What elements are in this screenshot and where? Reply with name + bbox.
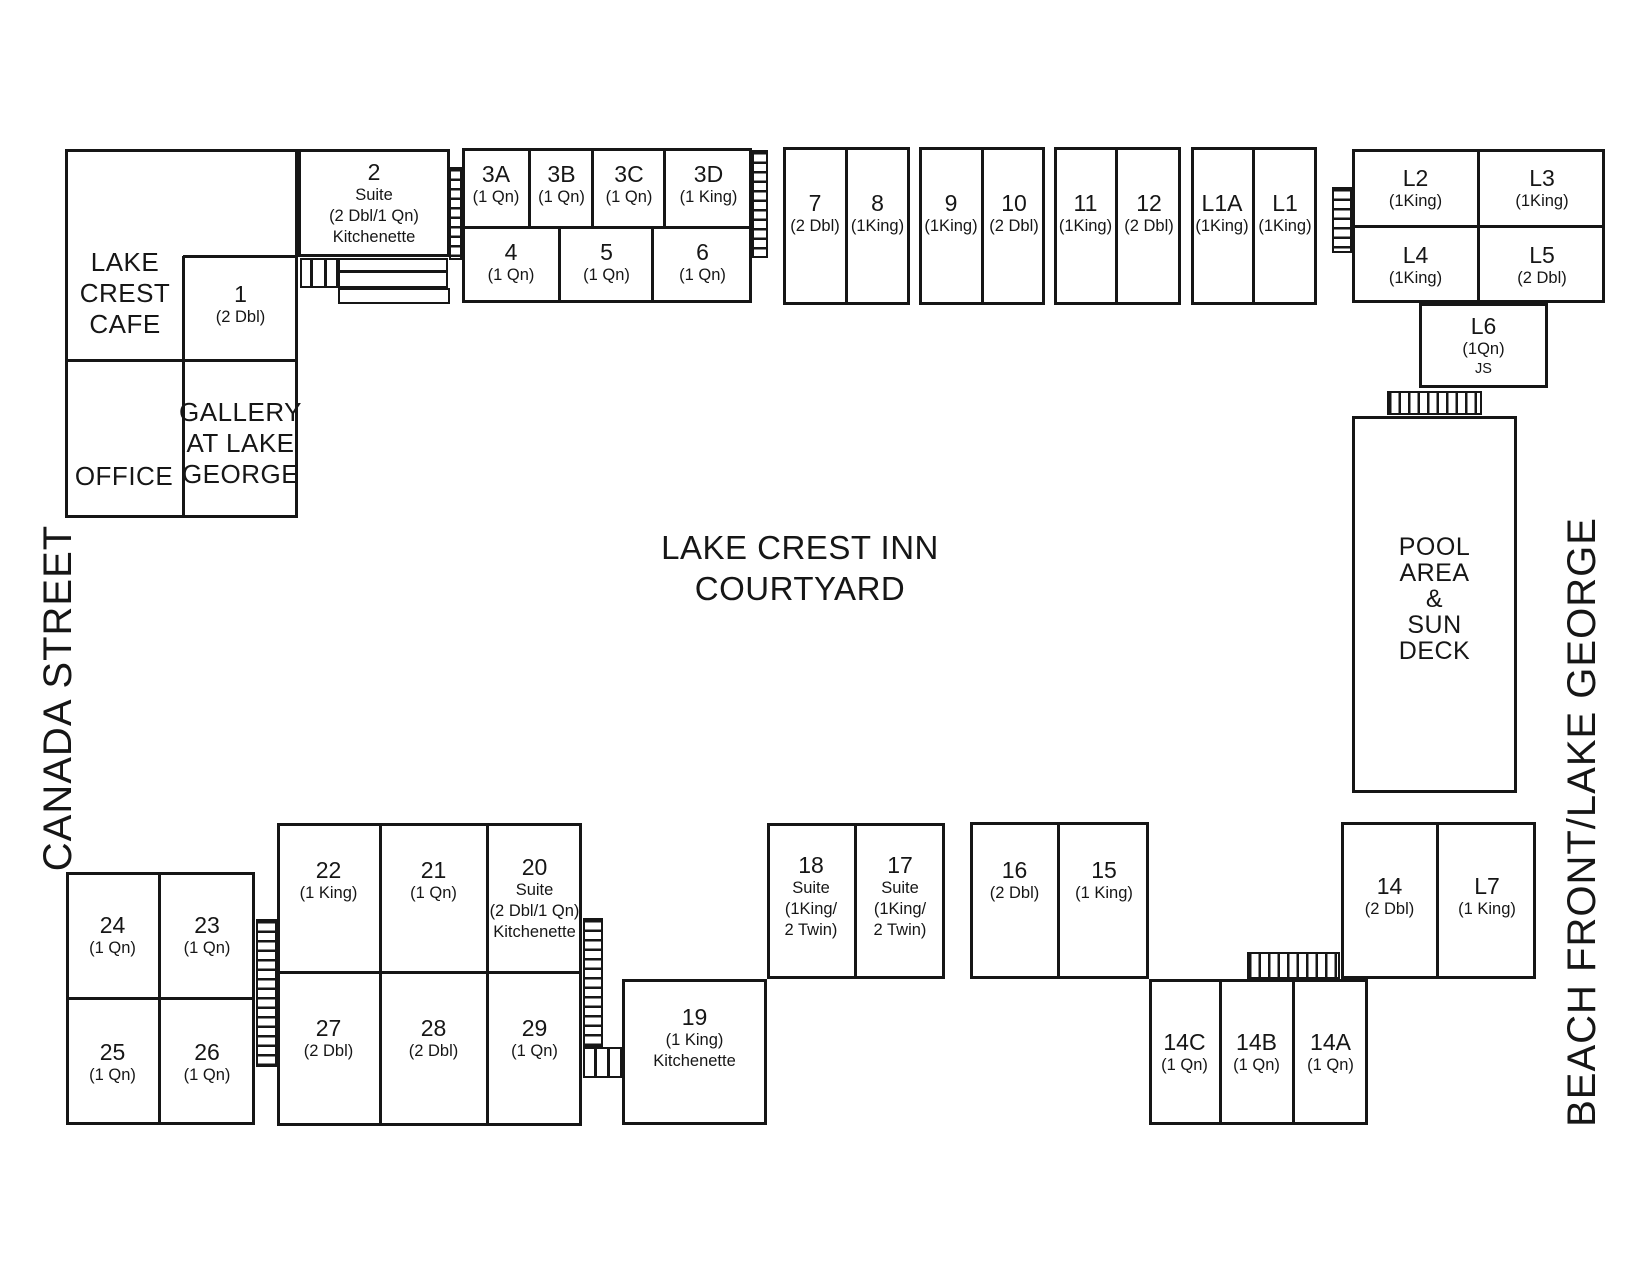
divider-line xyxy=(66,997,255,1000)
divider-line xyxy=(486,823,489,1126)
divider-line xyxy=(591,148,594,228)
breezeway-landing xyxy=(300,258,338,288)
divider-line xyxy=(65,359,298,362)
room-1: 1 (2 Dbl) xyxy=(215,280,266,326)
room-8: 8(1King) xyxy=(850,189,905,235)
block-3-6 xyxy=(462,148,752,303)
divider-line xyxy=(1352,225,1605,228)
divider-line xyxy=(1292,979,1295,1125)
gallery-label: GALLERY AT LAKE GEORGE xyxy=(179,396,302,489)
beach-front-label: BEACH FRONT/LAKE GEORGE xyxy=(1559,517,1604,1127)
canada-street-label: CANADA STREET xyxy=(35,524,80,872)
room-23: 23(1 Qn) xyxy=(183,912,231,957)
room-l1a: L1A(1King) xyxy=(1195,189,1249,235)
room-2 xyxy=(298,149,450,257)
divider-line xyxy=(594,1047,597,1078)
building-cafe-office xyxy=(65,149,298,518)
divider-line xyxy=(182,256,185,518)
room-15: 15(1 King) xyxy=(1075,857,1133,902)
stairs xyxy=(1387,391,1482,415)
divider-line xyxy=(845,147,848,305)
stairs xyxy=(1332,187,1352,253)
room-11: 11(1King) xyxy=(1058,189,1113,235)
divider-line xyxy=(1057,822,1060,979)
block-20-29 xyxy=(277,823,582,1126)
room-21: 21(1 Qn) xyxy=(410,856,457,902)
divider-line xyxy=(462,226,752,229)
room-5: 5(1 Qn) xyxy=(583,238,630,284)
room-4: 4(1 Qn) xyxy=(487,238,535,284)
room-l6-label: L6 (1Qn) JS xyxy=(1462,312,1505,377)
office-label: OFFICE xyxy=(74,460,174,491)
room-l2: L2(1King) xyxy=(1388,164,1443,210)
room-3c: 3C(1 Qn) xyxy=(605,160,653,206)
divider-line xyxy=(277,971,582,974)
cafe-label: LAKE CREST CAFE xyxy=(79,247,171,339)
room-14b: 14B(1 Qn) xyxy=(1233,1028,1280,1074)
divider-line xyxy=(558,227,561,303)
room-16: 16(2 Dbl) xyxy=(989,857,1040,902)
stairs xyxy=(256,919,277,1067)
room-3b: 3B(1 Qn) xyxy=(538,160,585,206)
divider-line xyxy=(981,147,984,305)
stairs xyxy=(752,150,768,258)
divider-line xyxy=(379,823,382,1126)
room-3d: 3D(1 King) xyxy=(679,160,738,206)
room-l3: L3(1King) xyxy=(1515,164,1569,210)
stairs xyxy=(449,167,462,260)
divider-line xyxy=(651,227,654,303)
room-2-label: 2 Suite (2 Dbl/1 Qn) Kitchenette xyxy=(329,158,419,246)
room-14: 14(2 Dbl) xyxy=(1364,873,1415,918)
pool-area xyxy=(1352,416,1517,793)
room-9: 9(1King) xyxy=(924,189,978,235)
room-20: 20 Suite (2 Dbl/1 Qn) Kitchenette xyxy=(489,853,580,941)
divider-line xyxy=(663,148,666,228)
room-14c: 14C(1 Qn) xyxy=(1161,1028,1208,1074)
room-28: 28(2 Dbl) xyxy=(408,1015,459,1060)
room-17: 17 Suite (1King/ 2 Twin) xyxy=(873,851,927,939)
pool-label: POOL AREA & SUN DECK xyxy=(1398,532,1471,665)
divider-line xyxy=(1252,147,1255,305)
room-l4: L4(1King) xyxy=(1388,241,1443,287)
room-25: 25(1 Qn) xyxy=(89,1038,136,1084)
room-7: 7(2 Dbl) xyxy=(790,189,840,235)
breezeway-walk xyxy=(338,258,448,288)
divider-line xyxy=(183,255,298,258)
room-18: 18 Suite (1King/ 2 Twin) xyxy=(784,851,838,939)
room-l5: L5(2 Dbl) xyxy=(1517,241,1567,287)
stairs xyxy=(1247,952,1340,979)
room-l1: L1(1King) xyxy=(1258,189,1312,235)
page-title: LAKE CREST INN COURTYARD xyxy=(661,529,939,607)
room-12: 12(2 Dbl) xyxy=(1124,189,1174,235)
block-14c-14a xyxy=(1149,979,1368,1125)
room-26: 26(1 Qn) xyxy=(183,1038,231,1084)
divider-line xyxy=(310,258,313,288)
room-14a: 14A(1 Qn) xyxy=(1307,1028,1354,1074)
room-l7: L7(1 King) xyxy=(1458,873,1516,918)
room-3a: 3A(1 Qn) xyxy=(472,160,520,206)
room-6: 6(1 Qn) xyxy=(679,238,726,284)
room-22: 22(1 King) xyxy=(299,856,358,902)
divider-line xyxy=(528,148,531,228)
breezeway-landing xyxy=(583,1047,622,1078)
room-19-label: 19 (1 King) Kitchenette xyxy=(653,1004,736,1070)
divider-line xyxy=(607,1047,610,1078)
room-24: 24(1 Qn) xyxy=(89,912,136,957)
divider-line xyxy=(1436,822,1439,979)
room-l6 xyxy=(1419,303,1548,388)
room-10: 10(2 Dbl) xyxy=(989,189,1039,235)
room-27: 27(2 Dbl) xyxy=(303,1015,354,1060)
divider-line xyxy=(338,270,448,273)
breezeway-walk-lower xyxy=(338,288,450,304)
room-29: 29(1 Qn) xyxy=(511,1015,558,1060)
stairs xyxy=(583,918,603,1047)
divider-line xyxy=(324,258,327,288)
divider-line xyxy=(1219,979,1222,1125)
divider-line xyxy=(854,823,857,979)
divider-line xyxy=(1115,147,1118,305)
room-19 xyxy=(622,979,767,1125)
